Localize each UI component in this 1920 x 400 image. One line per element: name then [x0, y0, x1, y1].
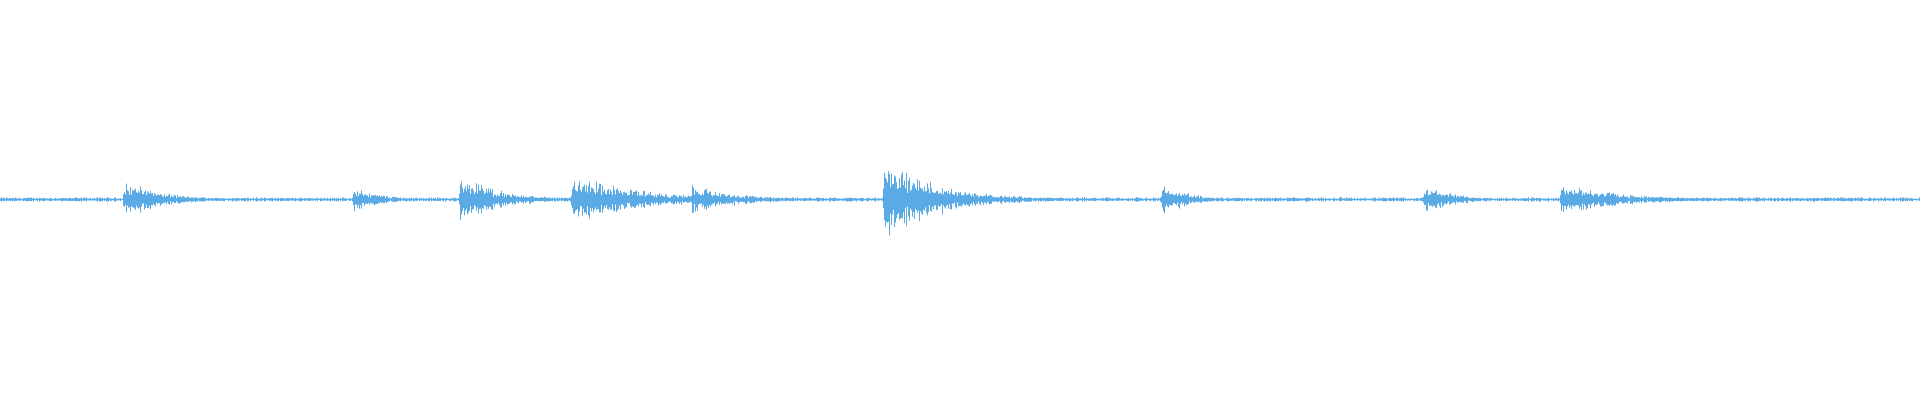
waveform-signal: [0, 171, 1920, 236]
